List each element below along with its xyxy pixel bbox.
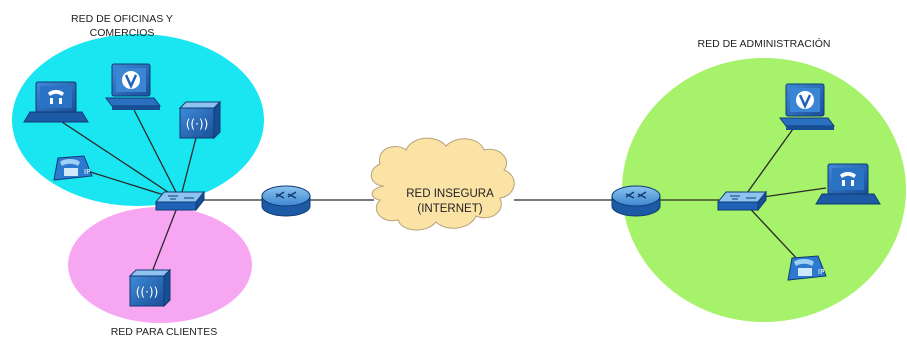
client-network-label: RED PARA CLIENTES — [111, 326, 218, 338]
admin-network-zone — [622, 58, 906, 322]
router-icon — [261, 185, 311, 217]
network-links — [61, 101, 827, 273]
router-icon — [611, 185, 661, 217]
svg-text:((·)): ((·)) — [136, 285, 159, 299]
svg-text:IP: IP — [84, 168, 90, 176]
cloud-label-line2: (INTERNET) — [417, 203, 482, 215]
ip-phone-icon: IP — [787, 255, 827, 281]
internet-cloud: RED INSEGURA (INTERNET) — [370, 137, 515, 231]
office-network-label-line1: RED DE OFICINAS Y — [71, 13, 173, 25]
ip-phone-icon: IP — [53, 155, 93, 181]
svg-text:IP: IP — [818, 268, 824, 276]
svg-text:((·)): ((·)) — [186, 117, 209, 131]
cloud-label-line1: RED INSEGURA — [406, 188, 494, 200]
office-network-label-line2: COMERCIOS — [90, 27, 155, 39]
workstation-icon — [779, 83, 835, 130]
switch-icon — [716, 190, 768, 212]
admin-network-label: RED DE ADMINISTRACIÓN — [697, 37, 830, 50]
switch-icon — [154, 190, 206, 212]
laptop-icon — [815, 163, 881, 205]
workstation-icon — [105, 63, 161, 110]
wireless-ap-icon: ((·)) — [128, 268, 172, 308]
client-network-zone — [68, 207, 252, 323]
wireless-ap-icon: ((·)) — [178, 100, 222, 140]
laptop-icon — [23, 81, 89, 123]
